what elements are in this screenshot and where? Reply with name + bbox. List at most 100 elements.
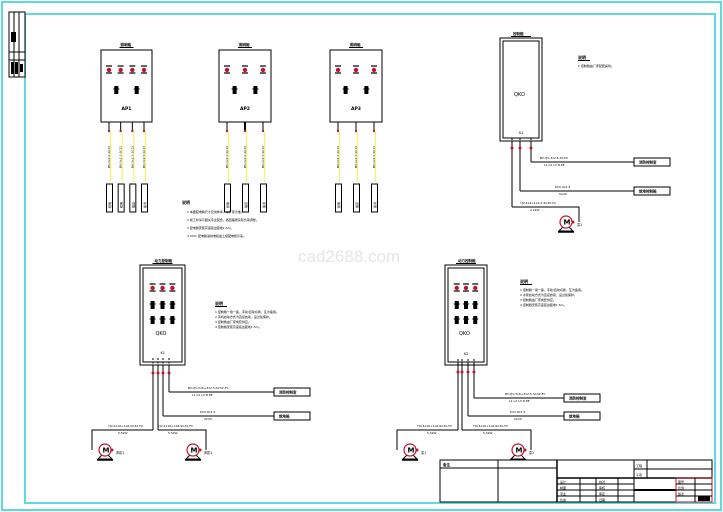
motor-name: 泵1	[577, 222, 582, 227]
note-item: 2 风机启动方式为直接启动，设过载保护。	[215, 314, 272, 319]
motor-feeder-line	[158, 429, 207, 450]
breaker-dot	[454, 285, 459, 291]
cable-sub-label: 5.5kW	[168, 431, 178, 435]
note-item: 3 控制箱由厂家成套供应。	[215, 319, 251, 324]
breaker-dot	[170, 285, 175, 291]
load-box	[273, 411, 311, 421]
wire-terminal	[456, 370, 460, 374]
outgoing-cable-label: BV-3x2.5-SC15	[225, 146, 229, 168]
load-label: 消防控制室	[639, 160, 657, 165]
contactor-icon	[169, 316, 176, 324]
notes-title: 说明	[578, 54, 586, 60]
cable-sub-label: SC20	[514, 417, 522, 421]
wire-terminal	[261, 129, 265, 133]
breaker-icon	[224, 65, 230, 74]
wire-terminal	[156, 371, 160, 375]
load-label: 备用	[372, 202, 377, 208]
breaker-dot	[106, 67, 112, 73]
cable-sub-label: L1 L2 L3 N PE	[192, 393, 213, 397]
contactor-body	[170, 316, 175, 324]
wire-terminal	[131, 129, 134, 133]
contactor-icon	[159, 316, 166, 324]
load-label: 插座	[130, 202, 135, 208]
contactor-icon	[169, 301, 176, 309]
wire-terminal	[142, 129, 146, 133]
control-panel-title: 动力控制箱	[155, 258, 173, 263]
panel-label: AP2	[240, 106, 250, 112]
motor-terminal	[415, 448, 419, 452]
motor-label: M	[564, 219, 571, 227]
contactor-icon	[231, 86, 238, 94]
cable-sub-label: 5.5kW	[483, 431, 493, 435]
title-block-cell: 设计	[560, 479, 566, 484]
load-box	[273, 387, 311, 397]
motor-label: M	[103, 447, 110, 455]
contactor-icon	[149, 301, 156, 309]
load-label: 备用	[261, 202, 266, 208]
outgoing-cable-label: BV-3x2.5-SC15	[243, 146, 247, 168]
breaker-icon	[129, 65, 136, 74]
title-block-fill	[698, 496, 710, 501]
wire-terminal	[336, 129, 340, 133]
control-panel-outer	[444, 264, 488, 366]
contactor-body	[464, 301, 468, 309]
contactor-icon	[453, 301, 460, 309]
breaker-dot	[242, 67, 248, 73]
panel-title: 照明箱	[239, 42, 250, 47]
load-box	[335, 183, 342, 213]
load-box	[563, 411, 601, 421]
panel-label: AP3	[351, 106, 361, 112]
wire-terminal	[460, 370, 464, 374]
motor-feeder-line	[396, 429, 458, 450]
breaker-icon	[353, 65, 359, 74]
breaker-dot	[160, 285, 165, 291]
contactor-body	[160, 316, 165, 324]
side-label: 子项	[636, 472, 642, 477]
breaker-icon	[149, 283, 156, 292]
notes-title: 说明	[182, 199, 190, 205]
cable-sub-label: 2.2kW	[530, 208, 540, 212]
load-box	[563, 393, 601, 403]
load-label: 插座	[243, 202, 248, 208]
contactor-body	[473, 316, 478, 324]
cable-label: YJV-4x10+1x6-SC32-FC	[108, 424, 143, 428]
control-panel-label: QKO	[459, 331, 470, 337]
breaker-icon	[371, 65, 377, 74]
breaker-icon	[242, 65, 248, 74]
motor-label: M	[191, 447, 198, 455]
breaker-icon	[141, 65, 147, 74]
breaker-dot	[224, 67, 230, 73]
contactor-icon	[342, 86, 349, 94]
contactor-icon	[149, 316, 156, 324]
load-label: 就地箱	[279, 414, 290, 419]
contactor-body	[364, 86, 369, 94]
cable-sub-label: L1 L2 L3 N PE	[544, 163, 565, 167]
cable-label: YJV-4x10+1x6-SC32-FC	[158, 424, 193, 428]
contactor-icon	[453, 316, 460, 324]
title-block-cell: 审定	[599, 491, 605, 496]
contactor-icon	[463, 316, 469, 324]
contactor-body	[343, 86, 348, 94]
outgoing-cable-label: BV-3x2.5-SC15	[354, 146, 358, 168]
notes-title: 说明	[215, 300, 223, 306]
wire-terminal	[466, 370, 470, 374]
motor-terminal	[110, 448, 114, 452]
motor-feeder-line	[462, 429, 532, 450]
title-block-right-label: 比例	[678, 485, 684, 490]
contactor-body	[454, 301, 459, 309]
note-item: 1 控制箱由厂家配套提供。	[578, 63, 614, 68]
contactor-icon	[133, 86, 140, 94]
panel-box	[100, 49, 153, 123]
outgoing-cable-label: BV-3x2.5-SC15	[107, 146, 111, 168]
title-block-cell: 专业	[560, 491, 566, 496]
motor-name: 泵1	[421, 450, 426, 455]
contactor-icon	[472, 301, 479, 309]
breaker-dot	[353, 67, 359, 73]
watermark: cad2688.com	[298, 247, 400, 266]
load-label: 备用	[142, 202, 147, 208]
note-item: 1 控制箱一用一备，手动/自动切换，互为备用。	[520, 287, 584, 292]
motor-label: M	[516, 447, 523, 455]
contactor-body	[454, 316, 459, 324]
